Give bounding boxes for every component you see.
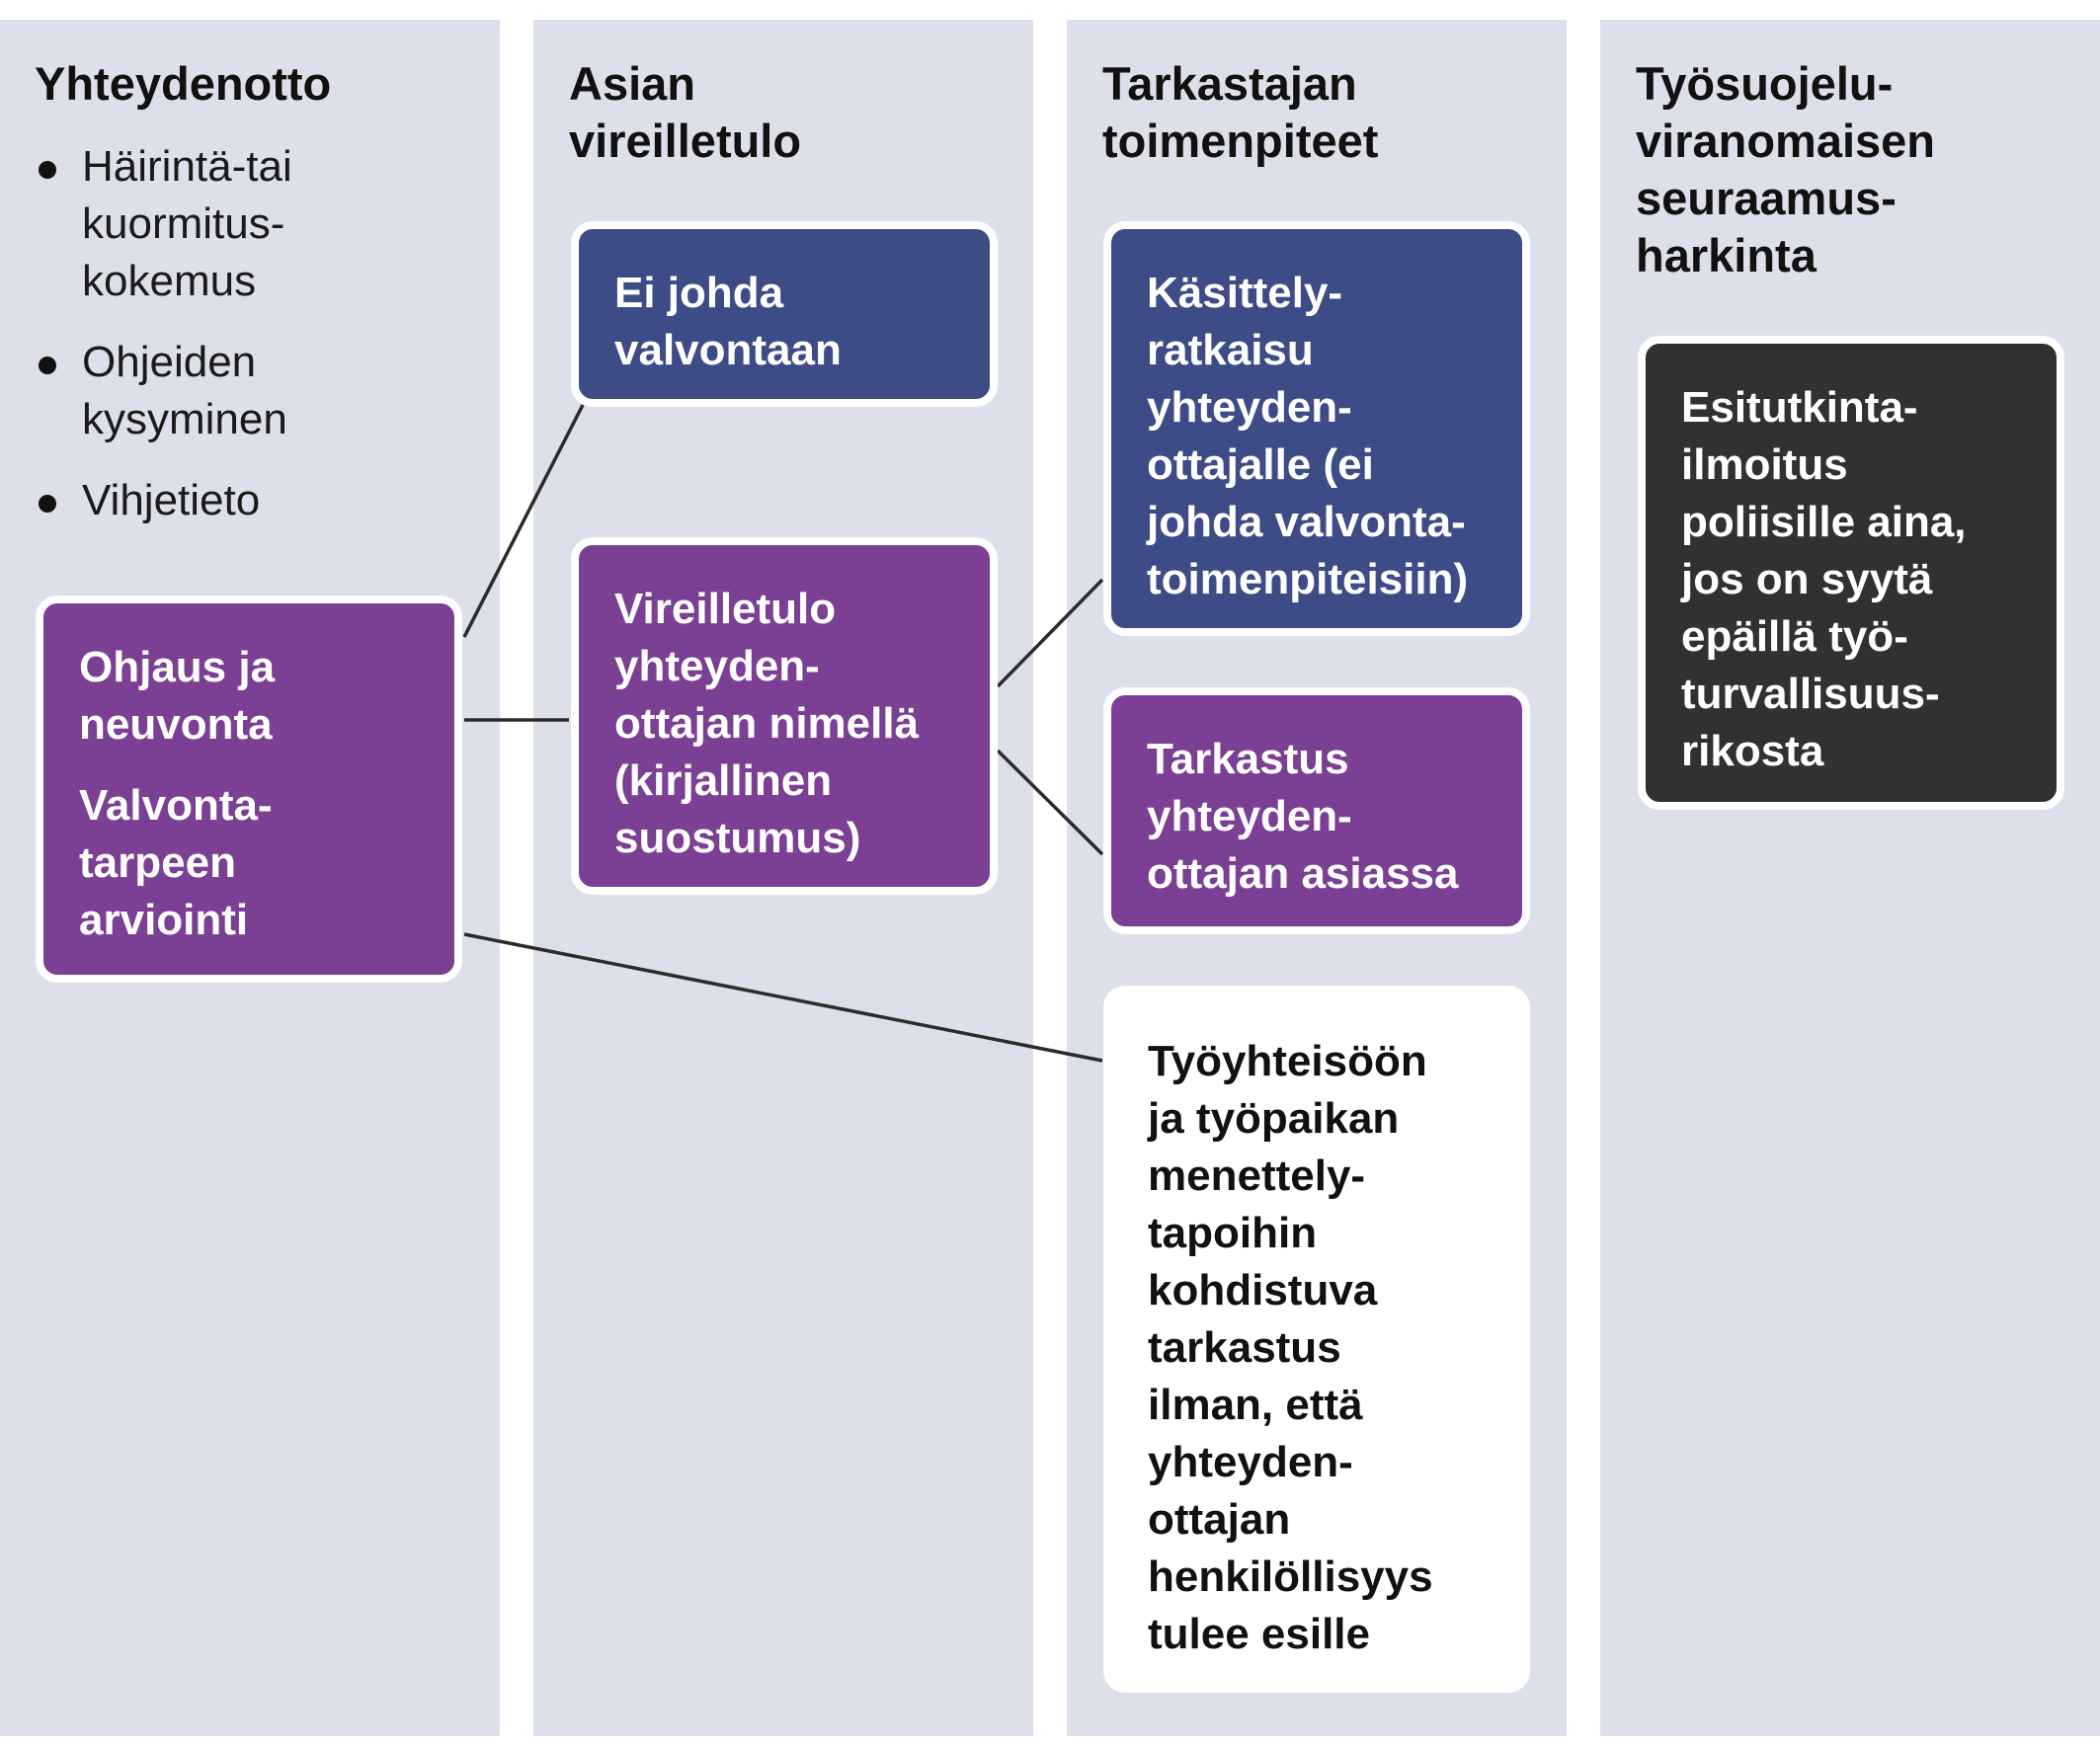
list-item: Ohjeiden kysyminen [35,334,479,448]
box-tarkastus-asiassa: Tarkastus yhteyden- ottajan asiassa [1103,687,1530,934]
box-label: Vireilletulo yhteyden- ottajan nimellä (… [614,585,920,862]
box-ohjaus-ja-neuvonta: Ohjaus ja neuvonta Valvonta- tarpeen arv… [36,596,462,983]
column-seuraamusharkinta: Työsuojelu- viranomaisen seuraamus- hark… [1600,20,2100,1736]
column-title-seuraamusharkinta: Työsuojelu- viranomaisen seuraamus- hark… [1636,57,1936,281]
box-vireilletulo: Vireilletulo yhteyden- ottajan nimellä (… [571,537,998,895]
column-title-yhteydenotto: Yhteydenotto [35,57,332,110]
box-label: Ei johda valvontaan [614,269,842,374]
column-title-toimenpiteet: Tarkastajan toimenpiteet [1102,57,1379,167]
box-label: Valvonta- tarpeen arviointi [79,781,273,944]
box-tyoyhteiso-tarkastus: Työyhteisöön ja työpaikan menettely- tap… [1103,986,1530,1693]
box-label: Käsittely- ratkaisu yhteyden- ottajalle … [1147,269,1469,603]
box-label: Ohjaus ja neuvonta [79,643,276,749]
box-kasittelyratkaisu: Käsittely- ratkaisu yhteyden- ottajalle … [1103,221,1530,636]
box-label: Työyhteisöön ja työpaikan menettely- tap… [1148,1037,1433,1658]
box-label: Esitutkinta- ilmoitus poliisille aina, j… [1681,383,1967,775]
contact-types-list: Häirintä-tai kuormitus- kokemus Ohjeiden… [35,138,479,553]
list-item: Vihjetieto [35,472,479,529]
column-title-vireilletulo: Asian vireilletulo [569,57,802,167]
box-esitutkintailmoitus: Esitutkinta- ilmoitus poliisille aina, j… [1638,336,2064,810]
box-label: Tarkastus yhteyden- ottajan asiassa [1147,735,1459,898]
box-ei-johda-valvontaan: Ei johda valvontaan [571,221,998,407]
list-item: Häirintä-tai kuormitus- kokemus [35,138,479,310]
